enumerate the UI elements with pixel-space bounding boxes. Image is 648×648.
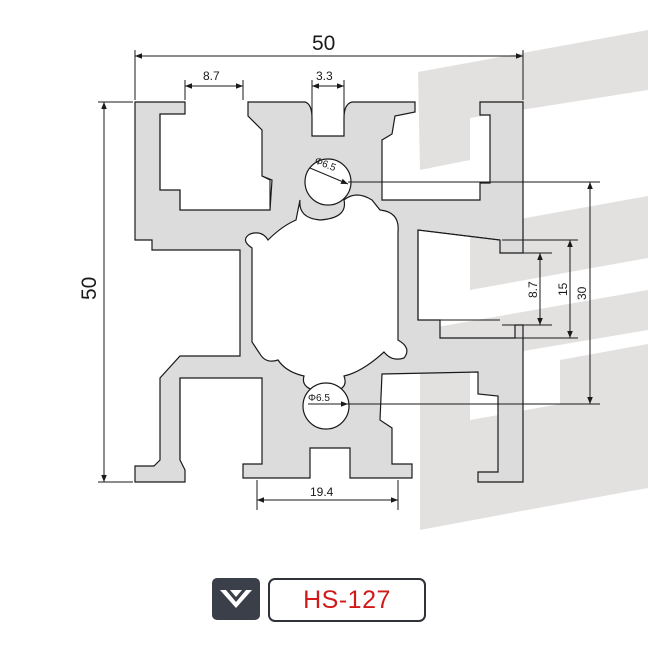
- bottom-width-label: 19.4: [310, 485, 334, 499]
- right-inner-label: 8.7: [526, 281, 540, 298]
- model-number-box: HS-127: [268, 578, 426, 622]
- watermark: [418, 30, 648, 530]
- brand-chevron-logo-icon: [212, 578, 260, 620]
- slot-width-label: 8.7: [203, 69, 220, 83]
- right-outer-label: 30: [575, 286, 589, 300]
- overall-width-label: 50: [312, 32, 335, 55]
- model-number: HS-127: [303, 585, 391, 614]
- gap-width-label: 3.3: [316, 69, 333, 83]
- bottom-bore-label: Φ6.5: [308, 393, 330, 404]
- dimension-lines: [98, 50, 600, 510]
- right-mid-label: 15: [556, 282, 570, 296]
- overall-height-label: 50: [78, 277, 101, 300]
- model-footer: HS-127: [212, 578, 426, 622]
